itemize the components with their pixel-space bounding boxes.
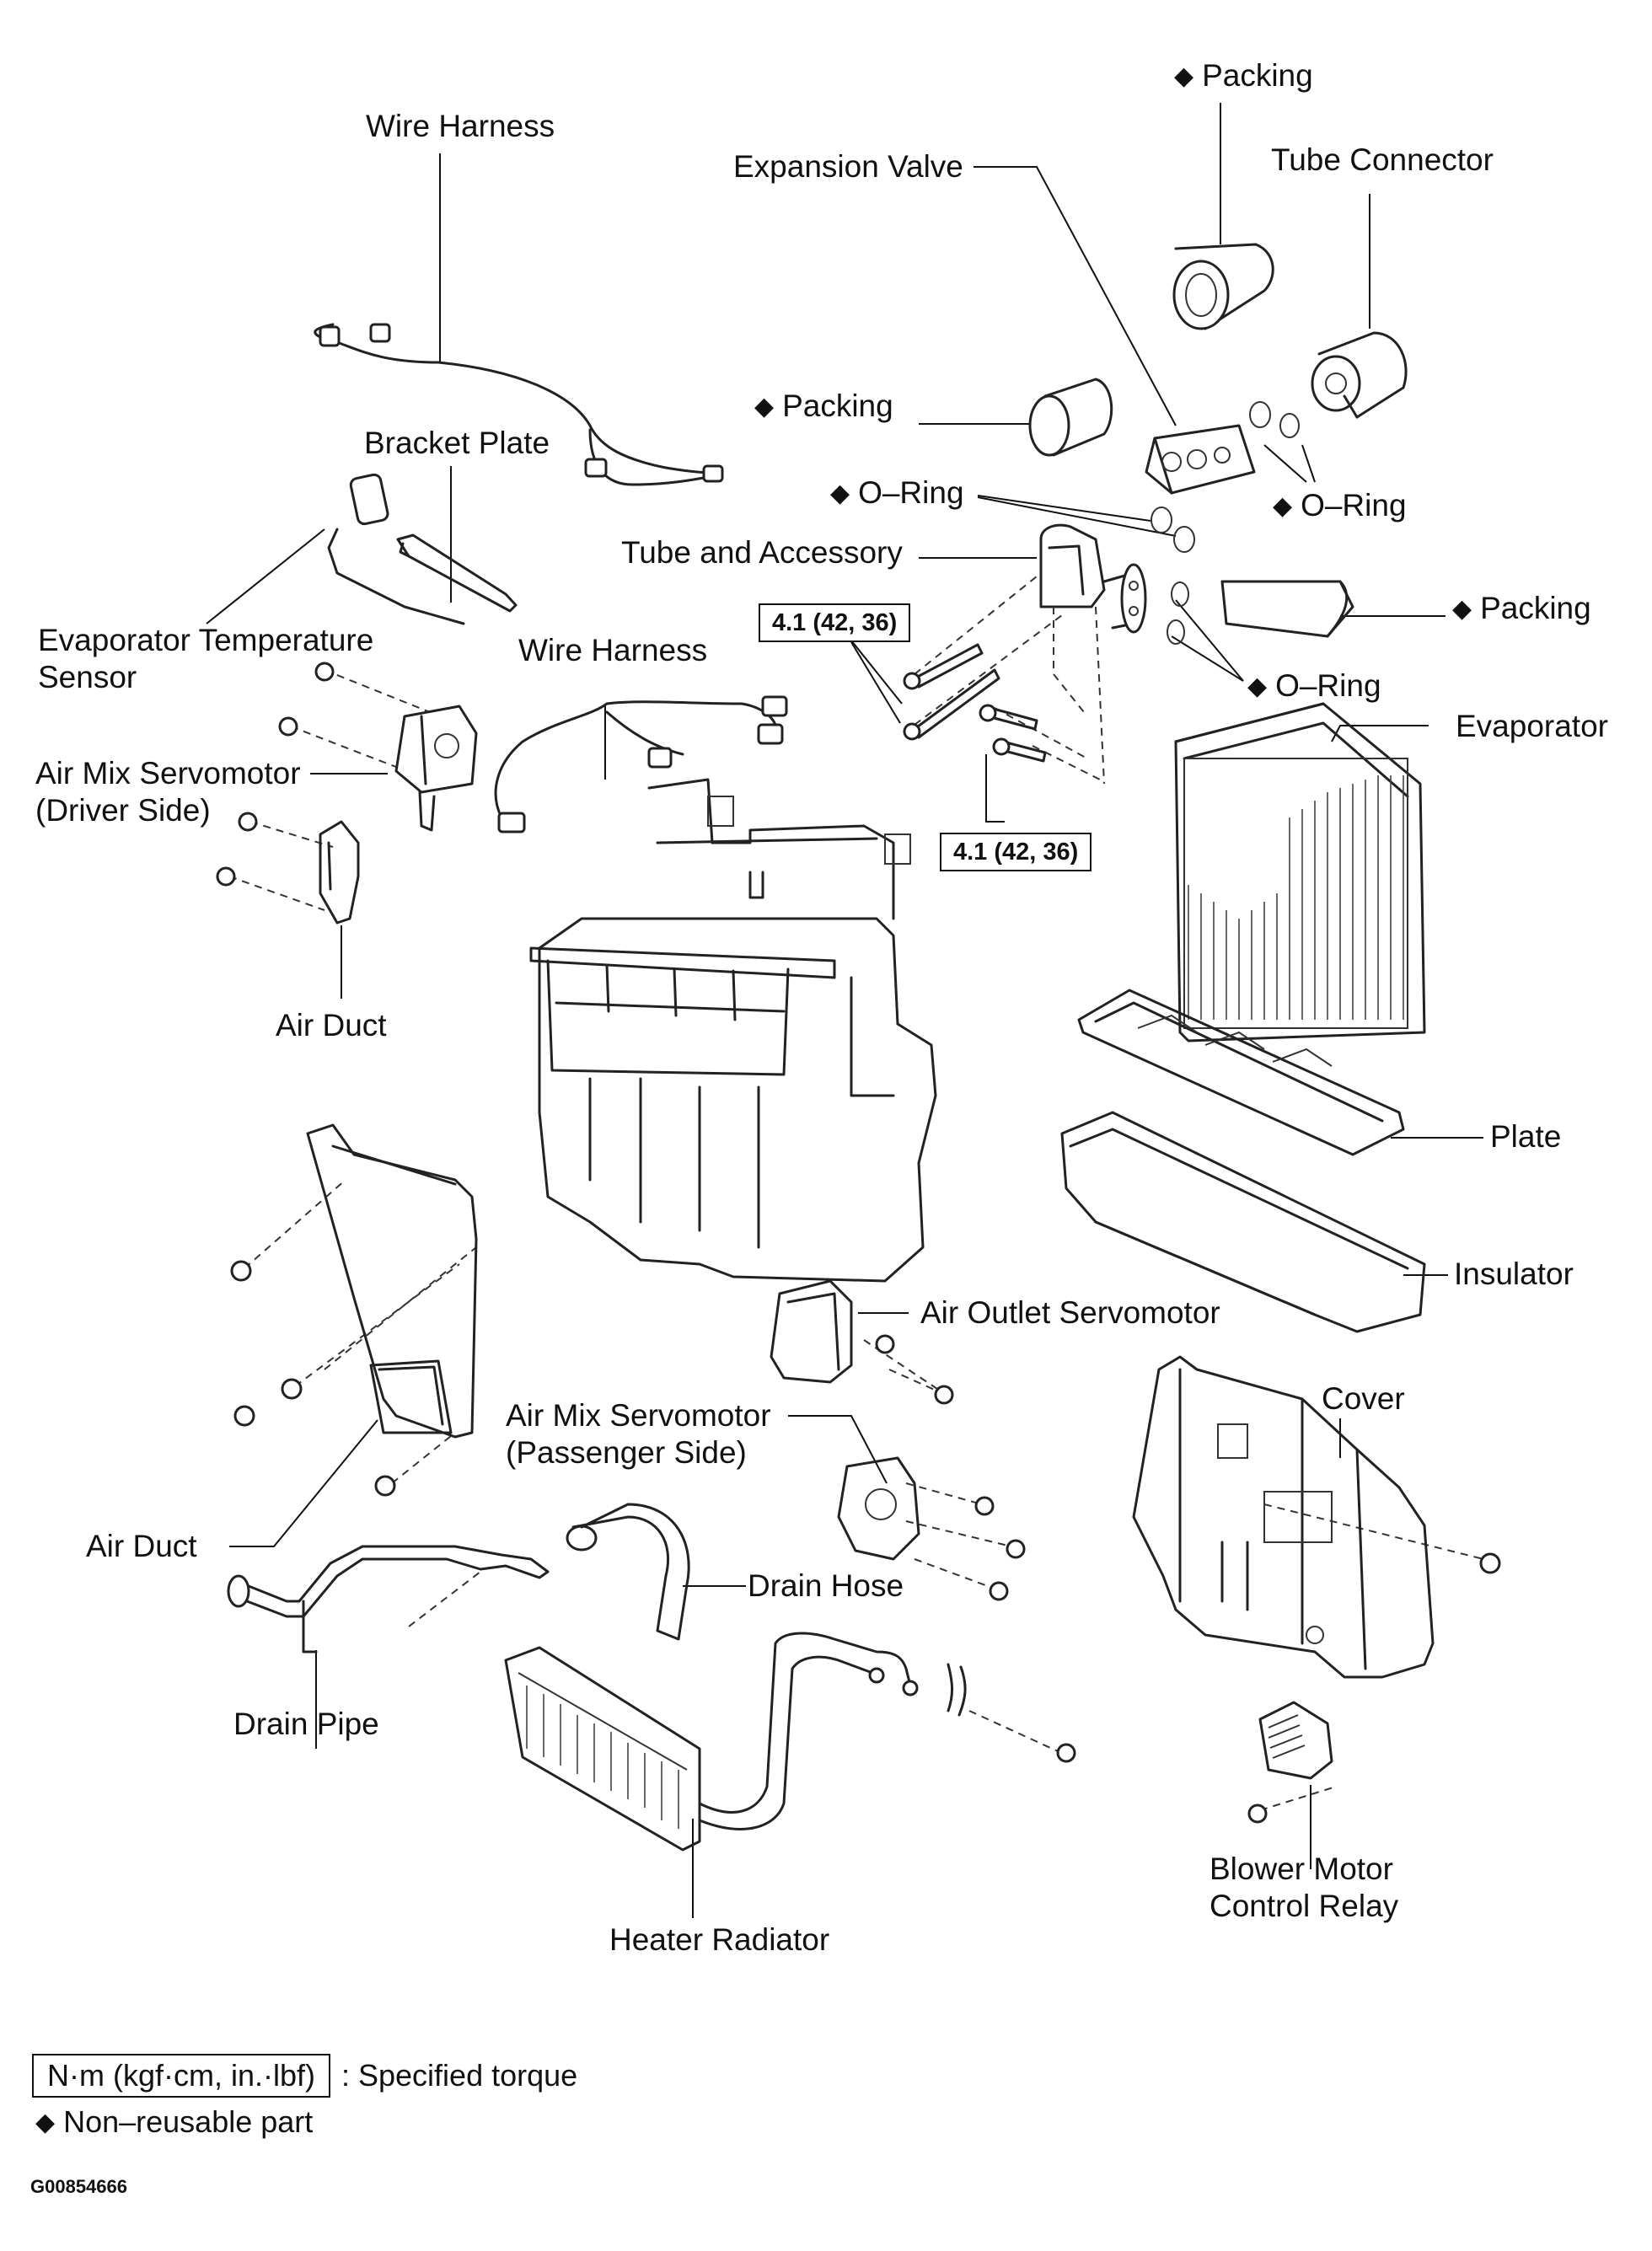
label-o-ring-right: O–Ring	[1273, 487, 1407, 527]
label-air-mix-driver-line1: Air Mix Servomotor	[35, 756, 301, 791]
expansion-valve-part	[1145, 424, 1256, 495]
evaporator-temperature-sensor-part	[327, 473, 465, 625]
label-wire-harness-top: Wire Harness	[366, 109, 555, 143]
label-blower-relay-line2: Control Relay	[1210, 1889, 1399, 1923]
label-o-ring-right-text: O–Ring	[1301, 488, 1407, 523]
air-mix-servomotor-driver-part	[216, 662, 478, 887]
fastener-dash-lines	[228, 572, 1484, 1811]
air-duct-lower-part	[230, 1123, 478, 1497]
label-packing-top: Packing	[1174, 57, 1313, 97]
label-air-mix-passenger-line2: (Passenger Side)	[506, 1435, 747, 1470]
packing-top-part	[1172, 243, 1274, 330]
label-air-duct-lower: Air Duct	[86, 1529, 197, 1563]
cover-part	[1132, 1355, 1501, 1679]
drain-hose-part	[566, 1503, 690, 1641]
torque-bolts-part	[903, 643, 1047, 763]
label-o-ring-left: O–Ring	[830, 474, 964, 514]
heater-unit-case-part	[529, 778, 937, 1283]
label-wire-harness-mid: Wire Harness	[518, 633, 708, 667]
bracket-plate-part	[396, 533, 518, 613]
label-packing-mid-text: Packing	[782, 389, 893, 423]
label-insulator: Insulator	[1454, 1257, 1574, 1291]
label-drain-pipe: Drain Pipe	[233, 1707, 379, 1741]
air-outlet-servomotor-part	[770, 1279, 954, 1405]
tube-and-accessory-part	[1039, 523, 1147, 785]
wire-harness-top-part	[314, 323, 724, 486]
heater-radiator-part	[504, 1632, 1076, 1852]
label-expansion-valve: Expansion Valve	[733, 149, 963, 184]
blower-motor-control-relay-part	[1247, 1701, 1333, 1824]
label-packing-right: Packing	[1452, 590, 1591, 630]
legend-nonreusable-text: Non–reusable part	[63, 2104, 314, 2139]
drain-pipe-part	[227, 1545, 550, 1653]
packing-right-part	[1220, 580, 1354, 638]
insulator-part	[1060, 1111, 1426, 1333]
label-air-duct-upper: Air Duct	[276, 1008, 387, 1042]
legend-nonreusable: Non–reusable part	[35, 2104, 313, 2143]
label-air-outlet-servomotor: Air Outlet Servomotor	[920, 1295, 1220, 1330]
label-o-ring-lower-text: O–Ring	[1275, 668, 1381, 703]
label-evaporator-temperature-sensor: Evaporator Temperature Sensor	[38, 622, 373, 696]
packing-mid-part	[1028, 378, 1113, 457]
wire-harness-mid-part	[494, 695, 788, 833]
label-cover: Cover	[1322, 1381, 1405, 1416]
legend-torque-unit: N·m (kgf·cm, in.·lbf)	[32, 2054, 330, 2098]
label-air-mix-driver-line2: (Driver Side)	[35, 793, 211, 828]
label-blower-relay-line1: Blower Motor	[1210, 1852, 1393, 1886]
label-packing-right-text: Packing	[1480, 591, 1591, 625]
label-air-mix-passenger-line1: Air Mix Servomotor	[506, 1398, 771, 1433]
leader-lines	[206, 103, 1483, 1918]
label-blower-motor-control-relay: Blower Motor Control Relay	[1210, 1851, 1398, 1925]
torque-spec-lower: 4.1 (42, 36)	[940, 833, 1092, 871]
tube-connector-part	[1311, 331, 1408, 419]
label-air-mix-servomotor-driver: Air Mix Servomotor (Driver Side)	[35, 755, 301, 829]
label-evaporator: Evaporator	[1456, 709, 1608, 743]
label-evap-sensor-line2: Sensor	[38, 660, 137, 694]
figure-code: G00854666	[30, 2176, 127, 2197]
evaporator-part	[1174, 702, 1426, 1042]
o-rings-part	[1150, 401, 1300, 645]
label-plate: Plate	[1490, 1119, 1562, 1154]
label-evap-sensor-line1: Evaporator Temperature	[38, 623, 374, 657]
plate-part	[1077, 989, 1405, 1156]
label-tube-connector: Tube Connector	[1271, 142, 1494, 177]
torque-spec-upper: 4.1 (42, 36)	[759, 603, 911, 642]
air-mix-servomotor-passenger-part	[837, 1456, 1026, 1601]
label-packing-top-text: Packing	[1202, 58, 1313, 93]
air-duct-upper-part	[319, 820, 360, 925]
label-o-ring-left-text: O–Ring	[858, 475, 964, 510]
label-o-ring-lower: O–Ring	[1247, 667, 1381, 707]
legend-torque-description: : Specified torque	[341, 2058, 578, 2093]
label-packing-mid: Packing	[754, 388, 893, 427]
label-heater-radiator: Heater Radiator	[609, 1922, 830, 1957]
label-bracket-plate: Bracket Plate	[364, 426, 550, 460]
label-tube-and-accessory: Tube and Accessory	[621, 535, 903, 570]
label-drain-hose: Drain Hose	[748, 1568, 904, 1603]
label-air-mix-servomotor-passenger: Air Mix Servomotor (Passenger Side)	[506, 1397, 771, 1471]
